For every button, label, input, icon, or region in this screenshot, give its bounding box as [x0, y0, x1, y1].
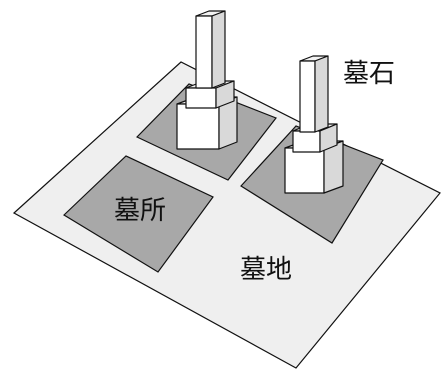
cemetery-label: 墓地: [240, 255, 292, 285]
empty-burial-plot: [63, 155, 214, 273]
rear-gravestone: [176, 10, 238, 150]
burial-plot-label: 墓所: [114, 196, 166, 226]
front-gravestone: [284, 55, 344, 194]
cemetery-ground: [12, 61, 441, 369]
gravestone-label: 墓石: [343, 59, 395, 89]
